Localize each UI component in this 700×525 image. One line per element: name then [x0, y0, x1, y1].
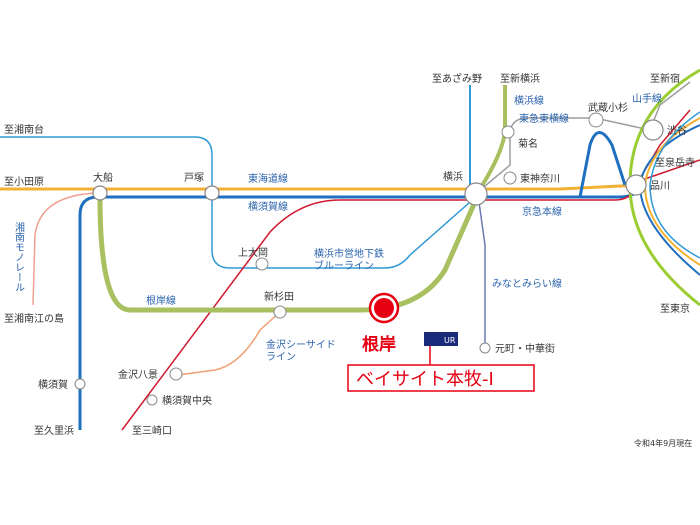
dir-shinyokohama: 至新横浜 [500, 72, 540, 85]
label-kanazawahakkei: 金沢八景 [118, 368, 158, 381]
ur-logo-text: UR [444, 336, 456, 345]
label-totsuka: 戸塚 [184, 172, 204, 184]
yokosuka-musashikosugi [578, 131, 627, 198]
station-yokosukachuo [146, 394, 158, 406]
label-yokosukachuo: 横須賀中央 [162, 394, 212, 407]
station-shibuya [642, 119, 664, 141]
dir-sengakuji: 至泉岳寺 [655, 156, 695, 169]
station-shinagawa [625, 174, 647, 196]
station-kanazawahakkei [169, 367, 183, 381]
dir-shinjuku: 至新宿 [650, 72, 680, 85]
station-ofuna [92, 185, 108, 201]
line-label-yokohama-line: 横浜線 [514, 94, 544, 107]
label-negishi: 根岸 [362, 334, 396, 355]
dir-shonandai: 至湘南台 [4, 123, 44, 136]
line-label-negishi: 根岸線 [146, 294, 176, 307]
label-yokosuka: 横須賀 [38, 378, 68, 391]
station-yokohama [464, 182, 488, 206]
label-musashikosugi: 武蔵小杉 [588, 101, 628, 114]
yamanote-arc-teal [649, 111, 700, 259]
monorail-track [32, 192, 99, 306]
label-ofuna: 大船 [93, 171, 113, 184]
seaside-track [177, 311, 281, 376]
property-name: ベイサイト本牧-Ⅰ [356, 369, 494, 390]
station-kikuna [501, 125, 515, 139]
date-note: 令和4年9月現在 [634, 438, 692, 448]
ur-logo-box [424, 332, 458, 346]
line-label-tokaido: 東海道線 [248, 172, 288, 185]
line-label-seaside-1: 金沢シーサイド [266, 338, 336, 351]
station-totsuka [204, 185, 220, 201]
dir-tokyo: 至東京 [660, 302, 690, 315]
tokaido-track [0, 183, 641, 191]
minatomirai-track [477, 194, 486, 345]
property-name-box [347, 364, 535, 392]
line-label-seaside-2: ライン [266, 351, 296, 363]
label-shinsugita: 新杉田 [264, 290, 294, 303]
station-kamiooka [255, 257, 269, 271]
station-higashikanagawa [503, 171, 517, 185]
label-shibuya: 渋谷 [667, 124, 687, 137]
station-shinsugita [273, 305, 287, 319]
line-label-yamanote: 山手線 [632, 92, 662, 105]
shonandai-track [0, 136, 479, 269]
label-motomachi: 元町・中華街 [495, 342, 555, 355]
negishi-marker-inner [374, 298, 394, 318]
yokohama-line-track [476, 85, 507, 194]
dir-shonan-enoshima: 至湘南江の島 [4, 312, 64, 325]
line-label-monorail: 湘南モノレール [13, 221, 25, 292]
dir-azamino: 至あざみ野 [432, 72, 482, 85]
label-shinagawa: 品川 [650, 180, 670, 192]
line-label-keikyu: 京急本線 [522, 205, 562, 218]
dir-odawara: 至小田原 [4, 176, 44, 188]
station-musashikosugi [588, 112, 604, 128]
line-label-yokosuka: 横須賀線 [248, 200, 288, 213]
label-yokohama: 横浜 [443, 170, 463, 183]
negishi-track [97, 193, 481, 313]
line-label-minatomirai: みなとみらい線 [492, 277, 562, 290]
station-yokosuka [74, 378, 86, 390]
dir-kurihama: 至久里浜 [34, 425, 74, 437]
line-label-subway-1: 横浜市営地下鉄 [314, 247, 384, 260]
label-higashikanagawa: 東神奈川 [520, 172, 560, 185]
label-kamiooka: 上大岡 [238, 246, 268, 259]
line-label-toyoko: 東急東横線 [519, 112, 569, 125]
label-kikuna: 菊名 [518, 137, 538, 150]
station-motomachi [479, 342, 491, 354]
dir-misakiguchi: 至三崎口 [132, 424, 172, 437]
line-label-subway-2: ブルーライン [314, 259, 374, 272]
